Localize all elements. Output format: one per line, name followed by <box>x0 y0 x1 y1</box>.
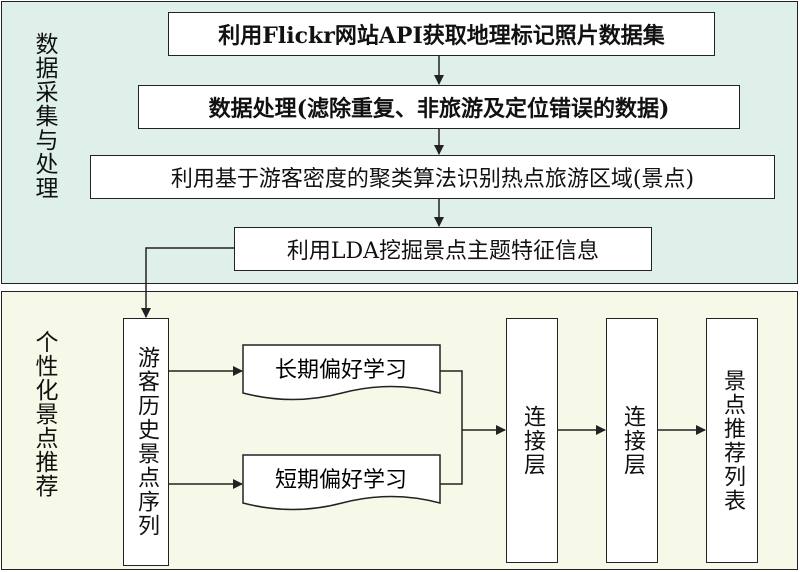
step-clean-data: 数据处理(滤除重复、非旅游及定位错误的数据) <box>138 85 740 129</box>
step-lda-topics: 利用LDA挖掘景点主题特征信息 <box>234 227 652 271</box>
concat-layer-1: 连接层 <box>506 318 558 563</box>
step-cluster-hotspots: 利用基于游客密度的聚类算法识别热点旅游区域(景点) <box>90 155 775 199</box>
stage2-label: 个性化景点推荐 <box>31 330 57 498</box>
line-long-merge <box>440 370 463 430</box>
history-sequence-box: 游客历史景点序列 <box>123 318 169 566</box>
long-term-label: 长期偏好学习 <box>275 358 407 383</box>
arrow-step4-sequence <box>141 247 234 318</box>
line-short-merge <box>440 430 463 485</box>
recommendation-list-box: 景点推荐列表 <box>706 318 758 563</box>
concat-layer-2: 连接层 <box>606 318 658 563</box>
short-term-box <box>242 454 441 511</box>
step-fetch-photos: 利用Flickr网站API获取地理标记照片数据集 <box>168 12 715 56</box>
long-term-box <box>242 344 441 401</box>
stage1-label: 数据采集与处理 <box>31 32 57 200</box>
short-term-label: 短期偏好学习 <box>275 468 407 493</box>
